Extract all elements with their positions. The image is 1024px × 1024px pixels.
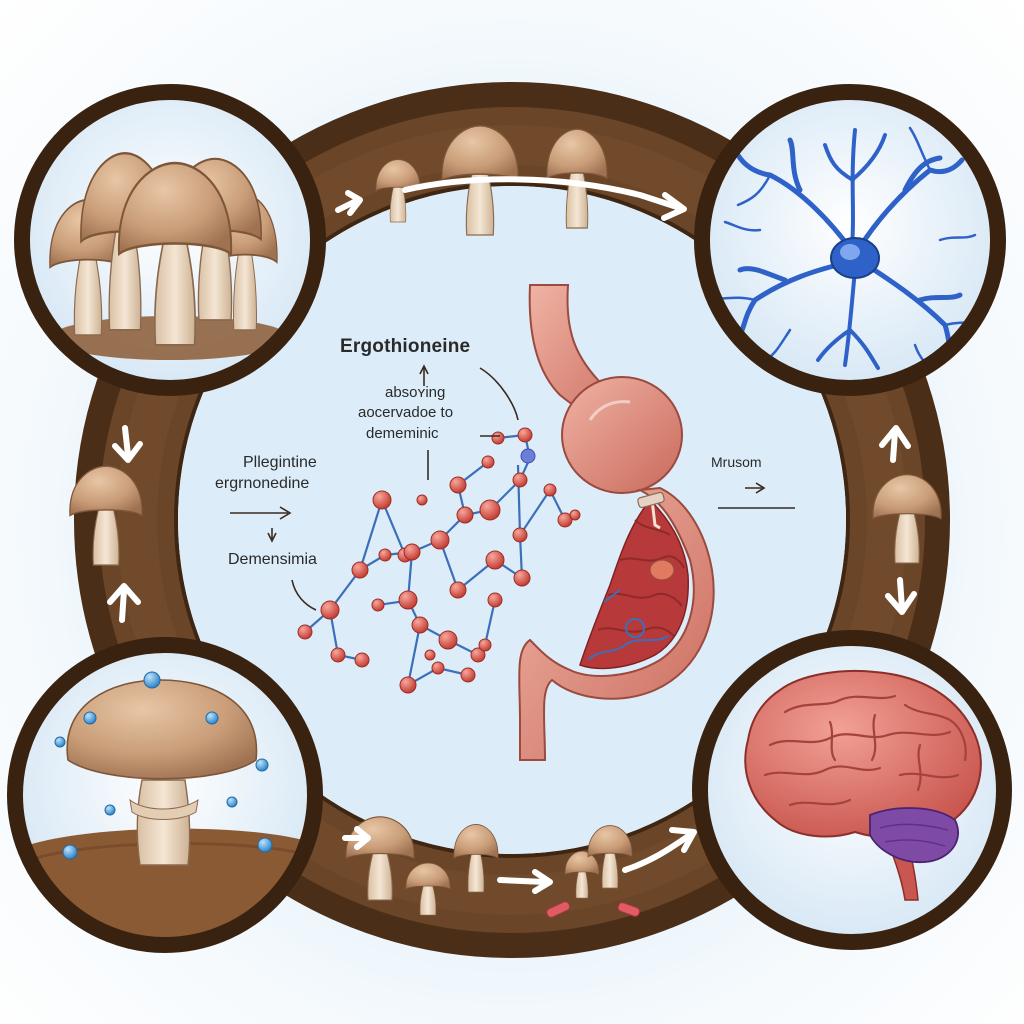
- brain-panel: [692, 630, 1012, 950]
- demensimia-label: Demensimia: [228, 551, 317, 568]
- outer-cycle-ring: [74, 82, 950, 958]
- inner-cycle-rim: [174, 182, 850, 858]
- plegintine-label-line2: ergrnonedine: [215, 475, 310, 492]
- absorbing-label-line2: aocervadoe to: [358, 404, 454, 421]
- molecule-icon: [297, 427, 581, 694]
- plegintine-label-line1: Pllegintine: [243, 454, 317, 471]
- brain-icon: [744, 669, 982, 901]
- droplet-icon: [54, 671, 273, 860]
- ergothioneine-label: Ergothioneine: [340, 336, 471, 357]
- inner-field: [178, 186, 846, 854]
- capsule-icon: [546, 901, 641, 918]
- absorbing-label-line1: absoʏing: [385, 384, 446, 401]
- mushroom-droplets-panel: [7, 637, 323, 953]
- mushroom-cluster-panel: [14, 84, 326, 396]
- mushroom-icon: [66, 679, 258, 866]
- stomach-icon: [518, 284, 715, 761]
- mrusom-label: Mrusom: [711, 454, 762, 470]
- cycle-band: [99, 107, 925, 933]
- neuron-icon: [713, 126, 987, 377]
- arrow-icon: [107, 176, 917, 894]
- leader-lines: [230, 364, 795, 611]
- neuron-panel: [694, 84, 1006, 396]
- absorbing-label-line3: dememinic: [366, 425, 439, 442]
